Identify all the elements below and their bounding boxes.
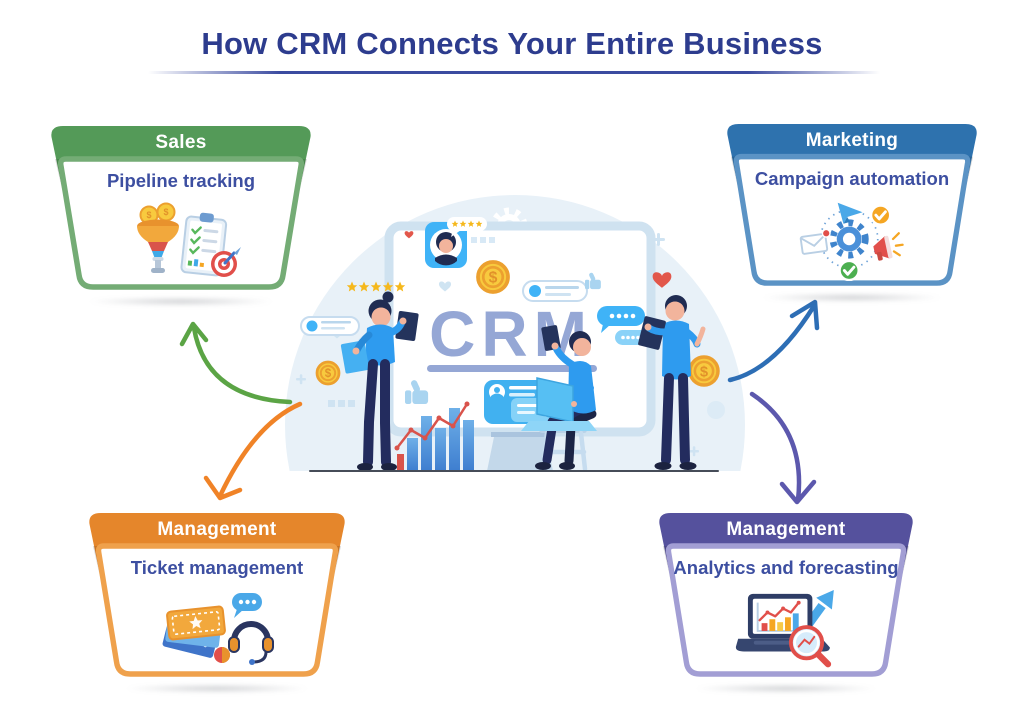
- ticket-management-card: Management Ticket management: [88, 513, 346, 693]
- ticket-header-label: Management: [157, 519, 277, 540]
- ticket-headset-icon: [88, 587, 346, 671]
- page-title: How CRM Connects Your Entire Business: [201, 26, 823, 61]
- analytics-card-shape: [659, 513, 913, 677]
- analytics-header-label: Management: [726, 519, 846, 540]
- squares-deco-screen: [471, 237, 495, 243]
- woman-figure: [340, 291, 419, 471]
- card-shadow: [86, 297, 276, 306]
- arrow-to-sales: [179, 321, 293, 405]
- arrow-to-ticket-management: [203, 401, 303, 501]
- marketing-card: Marketing Campaign automation: [726, 124, 978, 302]
- title-underline: [148, 71, 880, 74]
- monitor-stand: [487, 432, 553, 471]
- laptop-analytics-magnifier-icon: [658, 587, 914, 671]
- card-shadow: [124, 684, 310, 693]
- arrow-to-analytics: [749, 391, 817, 505]
- sales-feature-label: Pipeline tracking: [106, 170, 256, 191]
- ticket-feature-label: Ticket management: [130, 557, 304, 578]
- bar-chart-icon: [394, 401, 474, 470]
- crm-illustration: $: [285, 195, 745, 472]
- card-shadow: [761, 293, 943, 302]
- svg-text:$: $: [146, 210, 151, 220]
- svg-text:$: $: [163, 207, 168, 217]
- analytics-feature-label: Analytics and forecasting: [673, 557, 899, 578]
- sales-funnel-checklist-icon: $ $: [50, 200, 312, 284]
- analytics-card: Management Analytics and forecasting: [658, 513, 914, 693]
- sitting-man-figure: [521, 325, 597, 472]
- marketing-header-label: Marketing: [805, 130, 899, 151]
- campaign-automation-gear-icon: [726, 198, 978, 281]
- card-shadow: [693, 684, 879, 693]
- avatar-card-icon: [425, 217, 487, 268]
- marketing-feature-label: Campaign automation: [754, 168, 950, 189]
- contact-card-icon: [300, 280, 588, 336]
- sales-header-label: Sales: [155, 132, 207, 153]
- sales-card: Sales Pipeline tracking $: [50, 126, 312, 306]
- crm-label: CRM: [427, 298, 597, 372]
- marketing-card-shape: [727, 124, 977, 286]
- standing-man-figure: [638, 295, 706, 470]
- arrow-to-marketing: [727, 299, 820, 383]
- sales-card-shape: [51, 126, 311, 290]
